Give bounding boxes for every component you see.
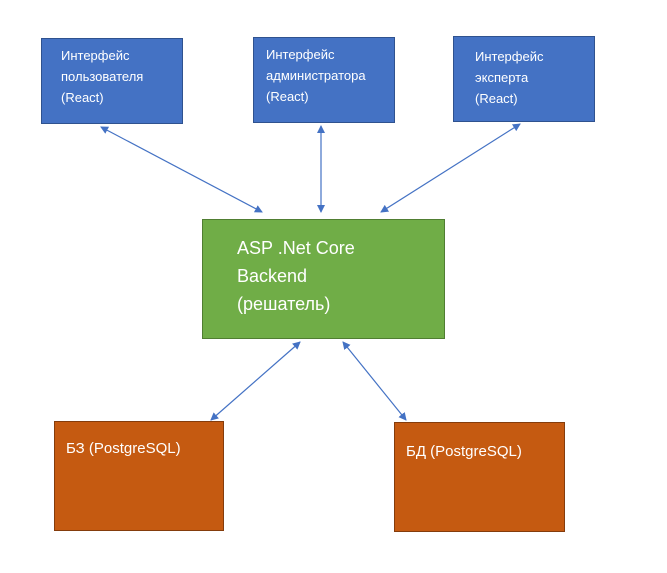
- database-label: БД (PostgreSQL): [406, 443, 522, 460]
- interface-expert-line-1: Интерфейс: [475, 49, 544, 64]
- backend-line-2: Backend: [237, 266, 308, 286]
- interface-admin-line-3: (React): [266, 89, 309, 104]
- arrow-backend-database: [342, 341, 407, 421]
- interface-user-line-1: Интерфейс: [61, 48, 130, 63]
- arrow-expert-backend: [380, 123, 521, 213]
- backend-line-1: ASP .Net Core: [237, 238, 355, 258]
- knowledge-base-box: БЗ (PostgreSQL): [54, 421, 224, 531]
- arrow-backend-knowledge-base: [210, 341, 301, 421]
- interface-user-box: Интерфейс пользователя (React): [41, 38, 183, 124]
- interface-expert-line-2: эксперта: [475, 70, 529, 85]
- database-box: БД (PostgreSQL): [394, 422, 565, 532]
- arrow-user-backend: [100, 126, 263, 213]
- interface-expert-line-3: (React): [475, 91, 518, 106]
- interface-admin-line-2: администратора: [266, 68, 366, 83]
- interface-expert-box: Интерфейс эксперта (React): [453, 36, 595, 122]
- backend-line-3: (решатель): [237, 294, 331, 314]
- knowledge-base-label: БЗ (PostgreSQL): [66, 440, 181, 457]
- interface-admin-box: Интерфейс администратора (React): [253, 37, 395, 123]
- interface-user-line-2: пользователя: [61, 69, 144, 84]
- backend-box: ASP .Net Core Backend (решатель): [202, 219, 445, 339]
- interface-admin-line-1: Интерфейс: [266, 47, 335, 62]
- interface-user-line-3: (React): [61, 90, 104, 105]
